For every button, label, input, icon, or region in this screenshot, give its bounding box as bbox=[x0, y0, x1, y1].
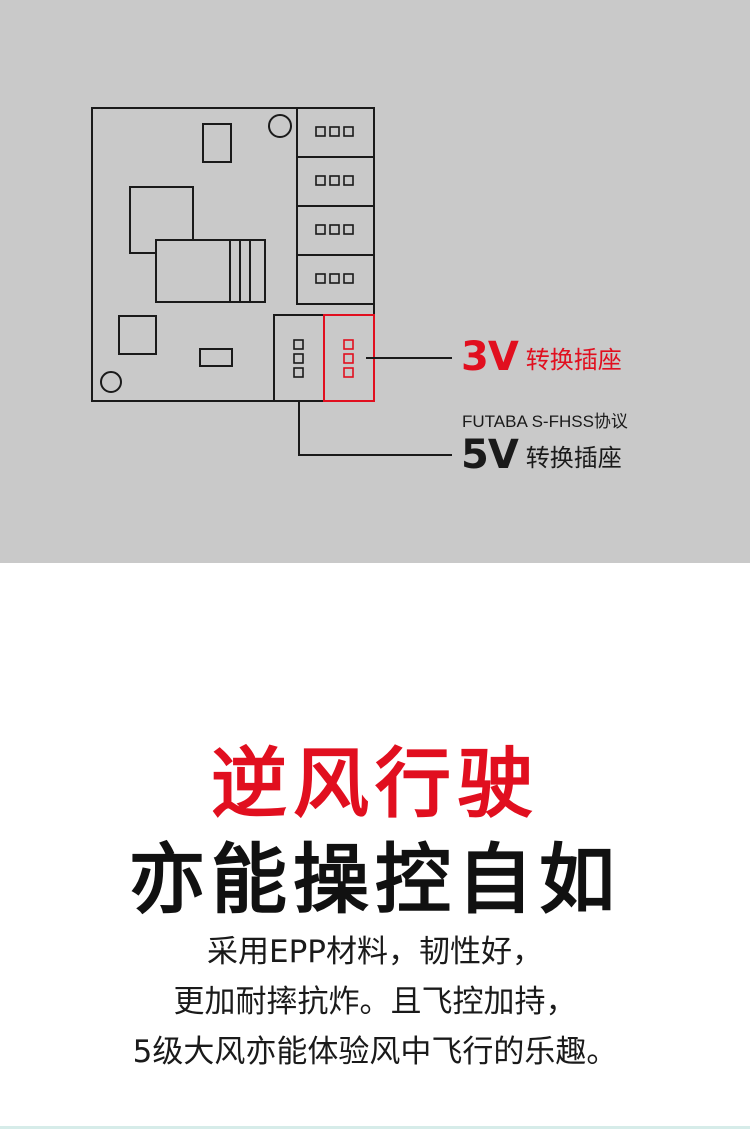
chip-lower bbox=[118, 315, 157, 355]
socket-2 bbox=[296, 156, 375, 207]
leader-line-5v bbox=[298, 401, 452, 456]
description-line-1: 采用EPP材料，韧性好， bbox=[207, 934, 543, 970]
socket-3v-label: 转换插座 bbox=[525, 345, 622, 374]
socket-4 bbox=[296, 254, 375, 305]
protocol-note: FUTABA S-FHSS协议 bbox=[462, 412, 628, 431]
bottom-divider bbox=[0, 1126, 750, 1129]
socket-5v bbox=[273, 314, 325, 402]
headline-black: 亦能操控自如 bbox=[129, 835, 621, 924]
capacitor-large bbox=[155, 239, 266, 303]
mounting-hole-top bbox=[268, 114, 292, 138]
socket-5v-label: 转换插座 bbox=[525, 443, 622, 472]
socket-3 bbox=[296, 205, 375, 256]
voltage-3v-label: 3V bbox=[461, 334, 519, 380]
voltage-5v-label: 5V bbox=[461, 432, 519, 478]
chip-small bbox=[202, 123, 232, 163]
description-line-2: 更加耐摔抗炸。且飞控加持， bbox=[173, 984, 577, 1020]
headline-red: 逆风行驶 bbox=[211, 739, 539, 828]
socket-1 bbox=[296, 107, 375, 158]
mounting-hole-bottom bbox=[100, 371, 122, 393]
resistor bbox=[199, 348, 233, 367]
circuit-board-illustration bbox=[91, 107, 452, 456]
description-line-3: 5级大风亦能体验风中飞行的乐趣。 bbox=[132, 1034, 618, 1070]
